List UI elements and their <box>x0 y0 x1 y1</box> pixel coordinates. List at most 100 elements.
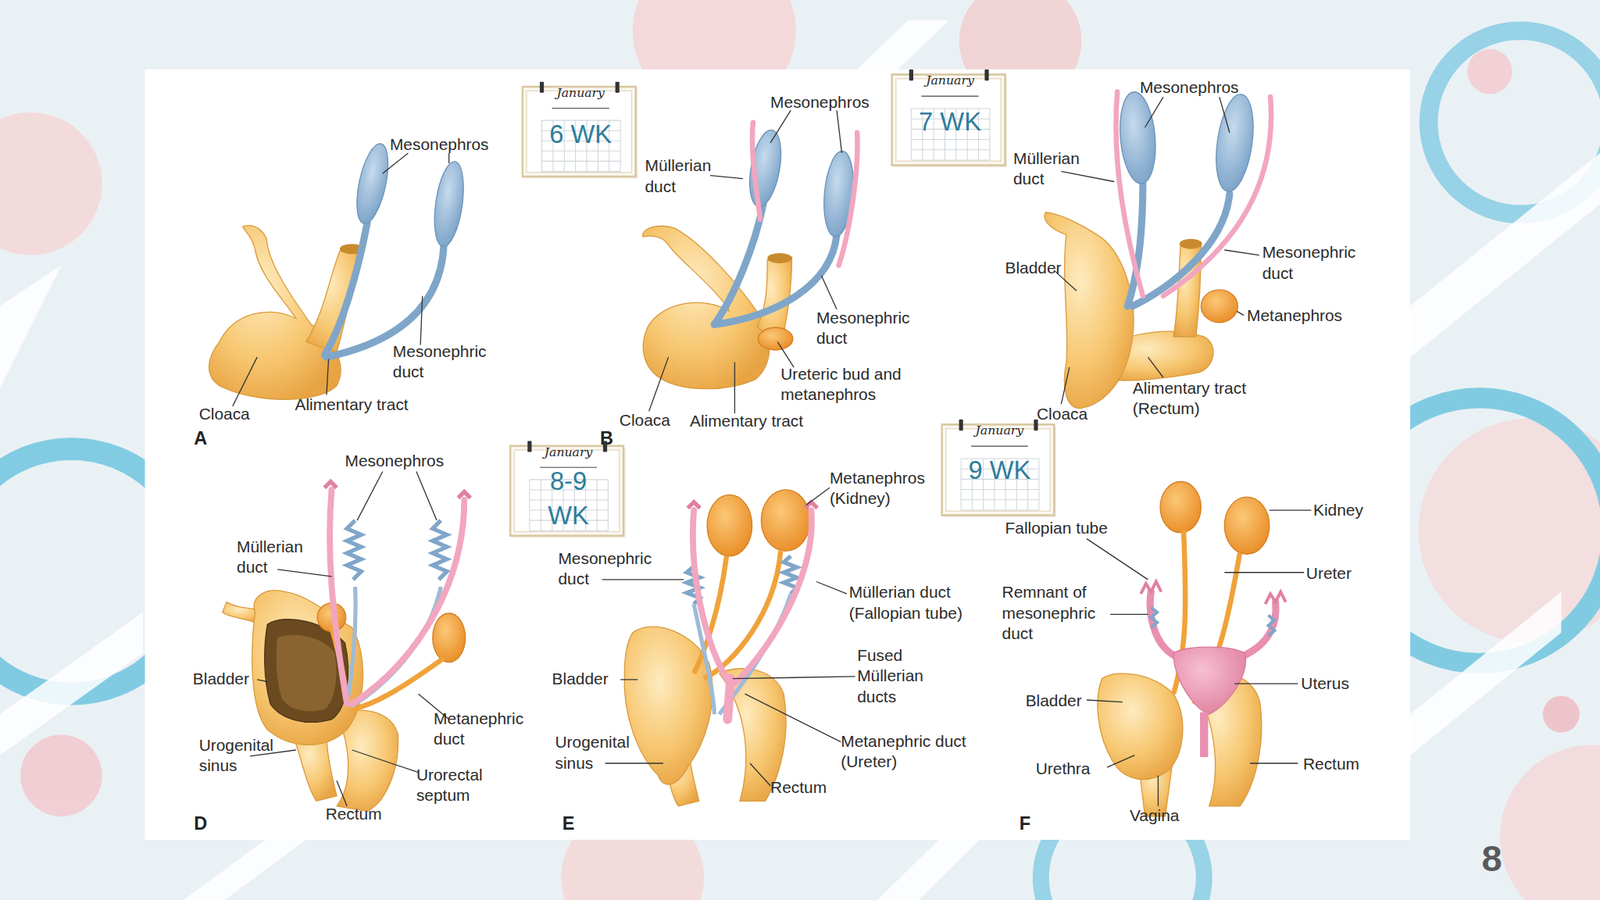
calendar-icon-part <box>512 447 626 538</box>
panel-d-drawing-part <box>352 500 465 704</box>
calendar-icon-part <box>984 69 989 82</box>
panel-d-drawing-part <box>346 520 361 580</box>
panel-f-drawing-part <box>1224 496 1269 554</box>
panel-d-drawing <box>222 481 471 811</box>
panel-a-drawing <box>209 140 469 400</box>
background-stripes-part <box>857 20 950 70</box>
panel-f-drawing-part <box>1200 712 1208 758</box>
panel-e-drawing-part <box>687 502 818 509</box>
part-label: Mesonephros <box>389 134 490 155</box>
calendar-icon-part <box>615 81 620 93</box>
part-label: Bladder <box>552 669 609 690</box>
panel-b-drawing-part <box>752 122 761 220</box>
panel-f-drawing-part <box>1097 673 1183 779</box>
panel-f-drawing-part <box>1150 607 1275 636</box>
panel-d-drawing-part <box>432 520 447 580</box>
panel-letter: E <box>562 813 575 834</box>
part-label: Mesonephric duct <box>392 342 496 383</box>
calendar-box: January 9 WK <box>940 419 1058 520</box>
panel-e-drawing-part <box>707 494 752 556</box>
calendar-icon-part <box>552 107 610 109</box>
background-stripes-part <box>0 265 61 389</box>
part-label: Mesonephros <box>1139 77 1240 98</box>
part-label: Metanephros (Kidney) <box>829 468 943 510</box>
part-label: Müllerian duct (Fallopian tube) <box>849 582 987 624</box>
part-label: Cloaca <box>199 403 250 425</box>
panel-e-drawing-part <box>693 556 727 674</box>
background-stripes-part <box>183 839 307 900</box>
panel-b-drawing-part <box>767 253 792 264</box>
part-label: Urethra <box>1035 759 1091 780</box>
part-label: Mesonephric duct <box>1262 242 1365 284</box>
panel-e-drawing-part <box>734 510 812 684</box>
background-decor-part <box>1418 418 1600 643</box>
panel-c-drawing-part <box>1116 92 1143 297</box>
part-label: Metanephric duct (Ureter) <box>840 731 984 772</box>
panel-c-drawing-part <box>1044 212 1134 409</box>
part-label: Alimentary tract <box>689 410 804 432</box>
panel-d-drawing-part <box>276 635 337 712</box>
part-label: Alimentary tract (Rectum) <box>1132 378 1266 420</box>
background-stripes-part <box>877 839 980 900</box>
panel-e-drawing <box>624 489 818 807</box>
part-label: Mesonephros <box>770 92 870 114</box>
background-decor-part <box>1467 49 1512 94</box>
calendar-icon-part <box>971 446 1029 447</box>
part-label: Rectum <box>1303 753 1360 775</box>
part-label: Fallopian tube <box>1005 518 1108 540</box>
panel-d-drawing-part <box>329 489 347 704</box>
calendar-month: January <box>890 73 1010 88</box>
part-label: Rectum <box>325 803 383 825</box>
part-label: Ureter <box>1306 563 1352 584</box>
calendar-icon-part <box>1033 419 1038 432</box>
panel-d-drawing-part <box>324 481 471 498</box>
panel-c-drawing-part <box>1179 239 1203 250</box>
part-label: Mesonephros <box>344 450 444 472</box>
panel-d-drawing-part <box>432 613 466 663</box>
calendar-month: January <box>509 444 629 459</box>
calendar-month: January <box>940 423 1058 438</box>
background-decor-part <box>20 734 102 816</box>
panel-c-drawing-part <box>1210 92 1259 194</box>
part-label: Bladder <box>1005 257 1062 279</box>
panel-a-drawing-part <box>350 140 394 226</box>
background-stripes <box>0 20 1600 900</box>
part-label: Uterus <box>1300 673 1350 694</box>
part-label: Bladder <box>192 669 250 690</box>
background-decor-part <box>1542 696 1580 733</box>
part-label: Müllerian duct <box>236 536 318 578</box>
calendar-month: January <box>521 85 640 100</box>
leader-lines <box>232 96 1312 807</box>
part-label: Kidney <box>1313 500 1364 521</box>
calendar-icon-part <box>921 96 979 97</box>
calendar-box: January8-9 WK <box>509 440 629 540</box>
panel-c-drawing-part <box>1163 96 1272 297</box>
panel-b-drawing <box>642 122 858 390</box>
part-label: Cloaca <box>619 410 671 431</box>
part-label: Fused Müllerian ducts <box>857 646 939 708</box>
part-label: Mesonephric duct <box>557 549 661 590</box>
panel-d-drawing-part <box>346 586 356 704</box>
panel-c-drawing-part <box>1200 289 1238 323</box>
week-label: 9 WK <box>943 452 1057 487</box>
part-label: Müllerian duct <box>1013 149 1095 190</box>
panel-a-drawing-part <box>429 160 468 249</box>
part-label: Urorectal septum <box>416 765 509 807</box>
background-decor-part <box>0 112 103 256</box>
panel-c-drawing-part <box>1116 90 1159 186</box>
panel-e-drawing-part <box>624 626 713 785</box>
part-label: Müllerian duct <box>644 156 726 197</box>
panel-f-drawing-part <box>1140 581 1286 604</box>
calendar-icon-part <box>943 426 1057 518</box>
calendar-icon-part <box>527 440 532 452</box>
background-decor-part <box>1500 744 1600 900</box>
panel-letter: A <box>193 428 208 450</box>
calendar-icon-part <box>539 81 544 93</box>
panel-d-drawing-part <box>252 590 364 746</box>
background-stripes-part <box>0 612 143 756</box>
part-label: Urogenital sinus <box>199 735 292 777</box>
calendar-box: January7 WK <box>890 69 1010 170</box>
panel-e-drawing-part <box>727 678 731 720</box>
